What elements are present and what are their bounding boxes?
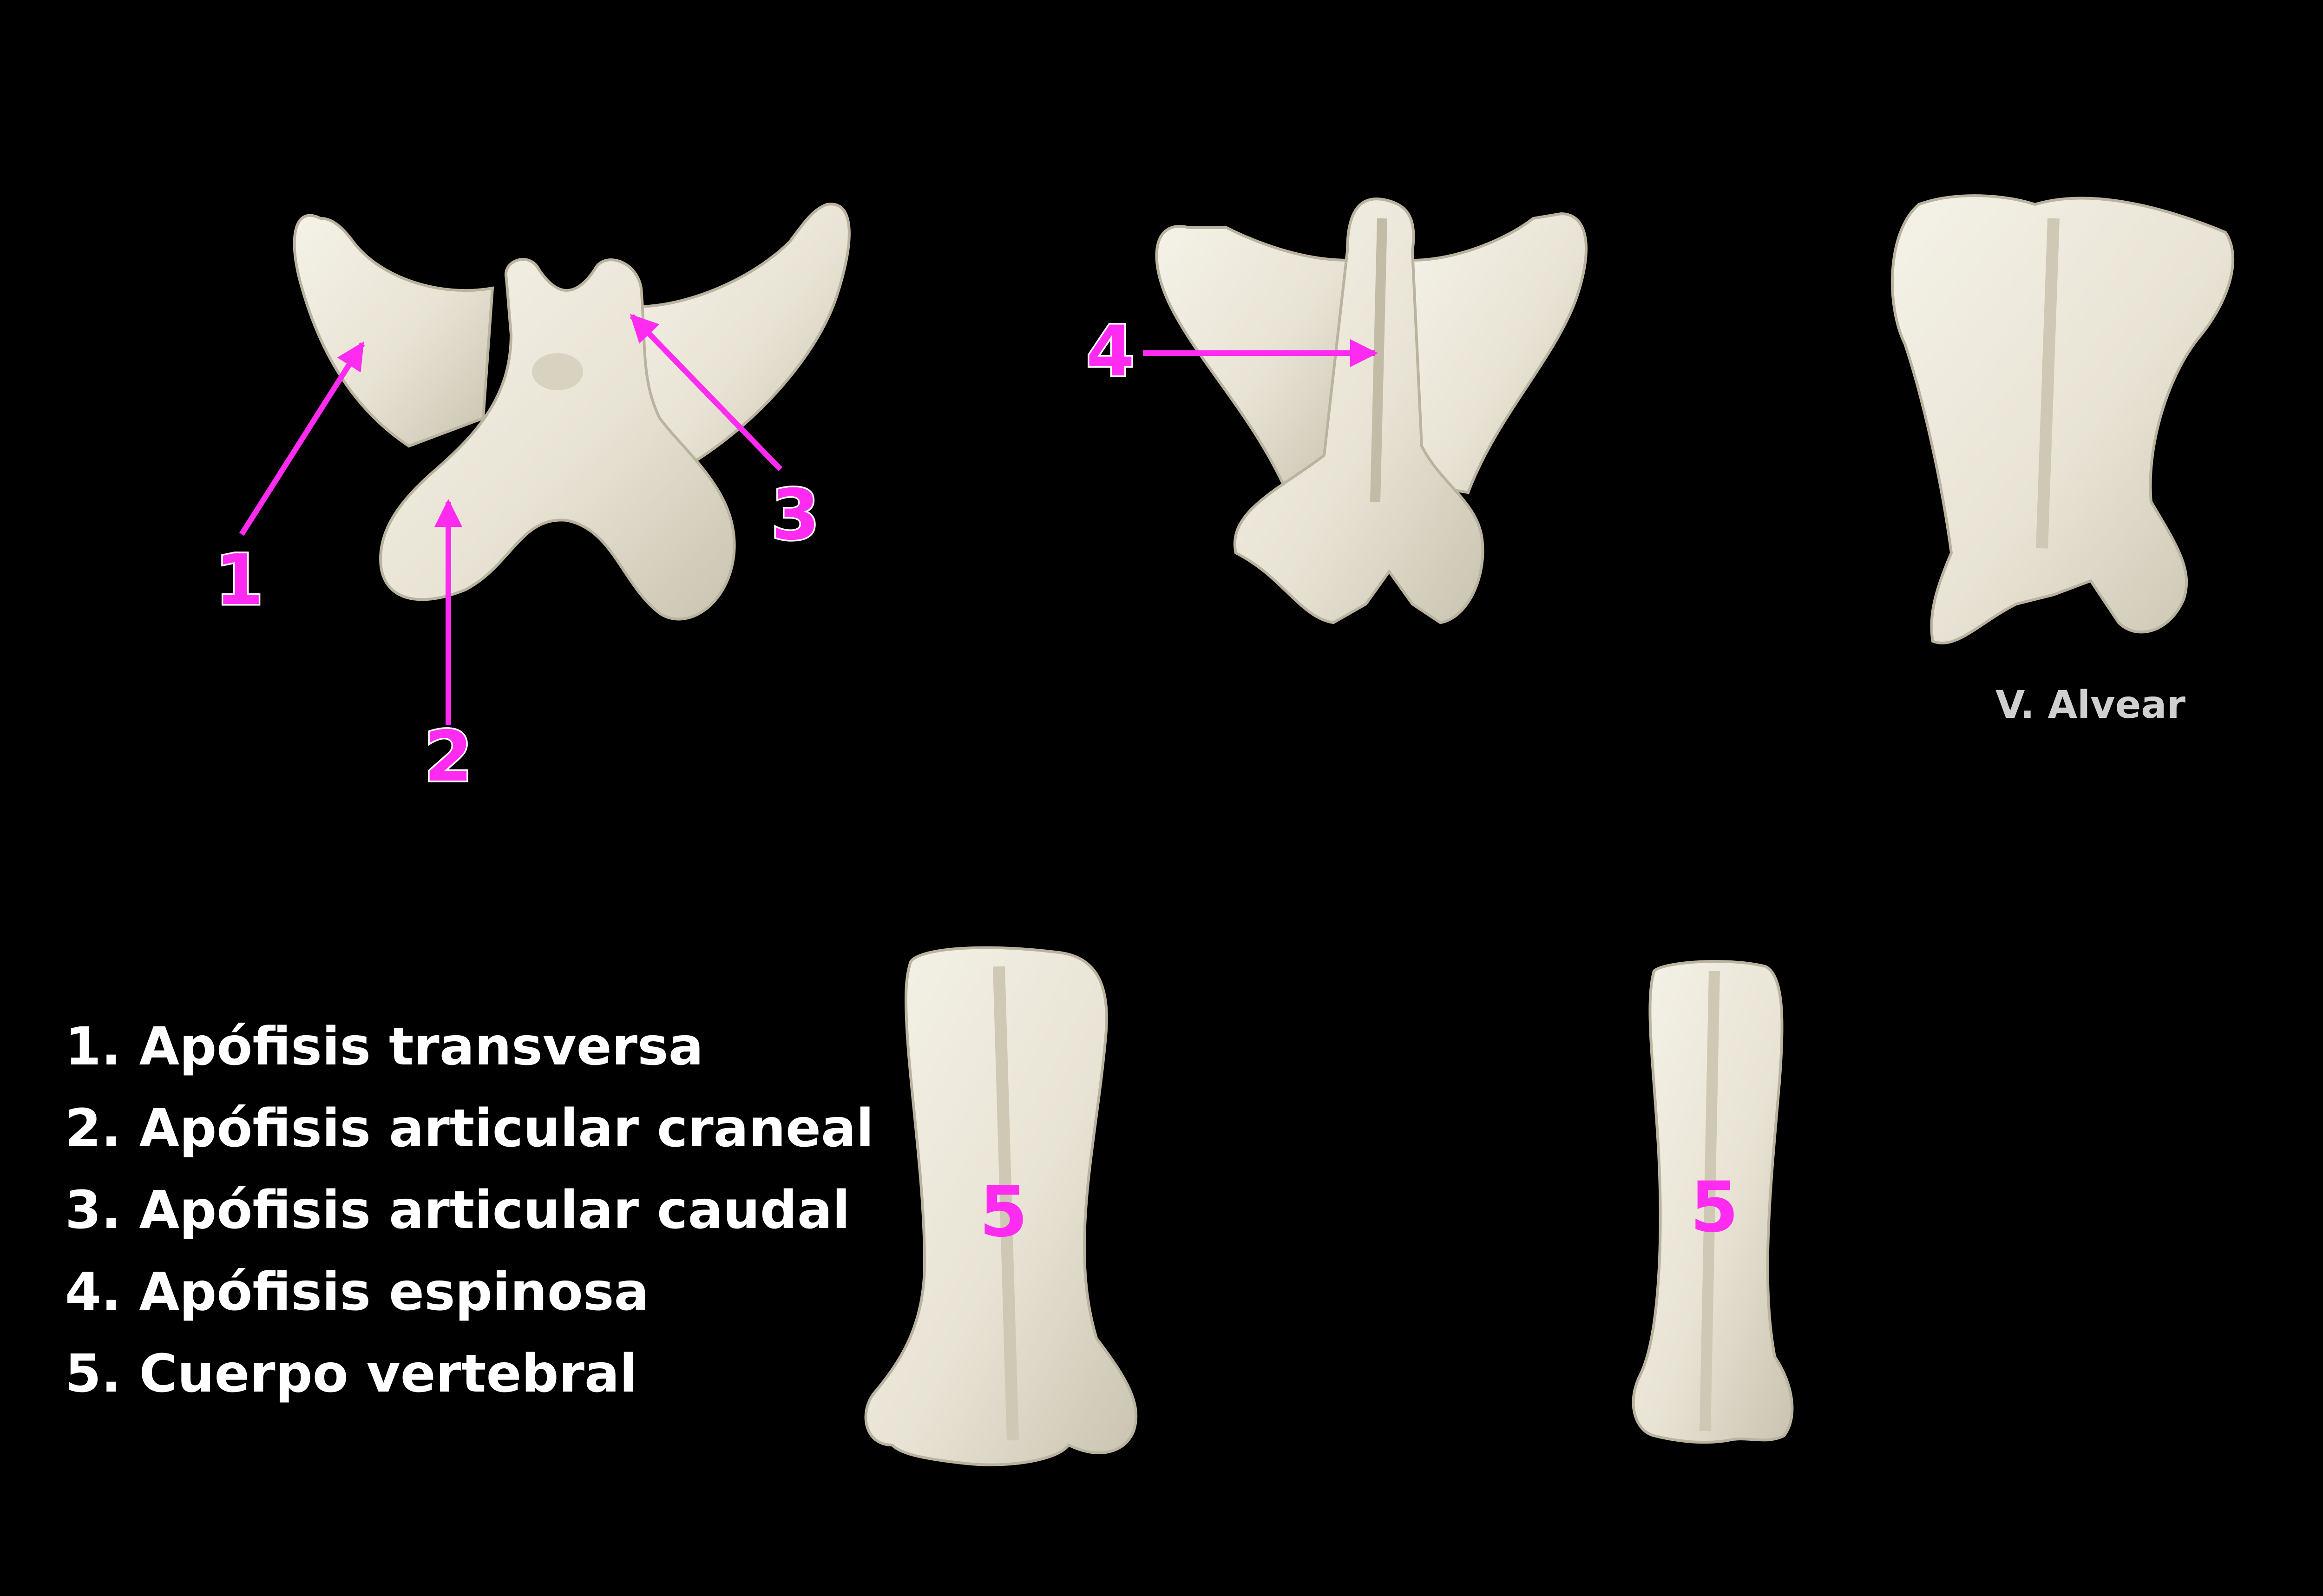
rotated-spinous-ridge xyxy=(2036,218,2060,549)
lateral-crest xyxy=(1700,971,1720,1432)
marker-1: 1 xyxy=(215,540,263,621)
legend-item: 2. Apófisis articular craneal xyxy=(65,1098,874,1159)
legend-item: 1. Apófisis transversa xyxy=(65,1017,704,1077)
legend-item: 3. Apófisis articular caudal xyxy=(65,1180,850,1241)
ventral-view xyxy=(864,946,1138,1466)
photo-credit: V. Alvear xyxy=(1995,683,2185,727)
dorsal-body xyxy=(1233,197,1484,624)
dorsal-view-rotated xyxy=(1890,194,2235,644)
marker-2: 2 xyxy=(424,716,472,797)
legend: 1. Apófisis transversa 2. Apófisis artic… xyxy=(65,1006,874,1415)
marker-5-lateral: 5 xyxy=(1690,1167,1739,1248)
legend-item: 5. Cuerpo vertebral xyxy=(65,1344,637,1404)
vertebral-arch xyxy=(379,258,736,621)
transverse-process-right xyxy=(635,203,851,462)
arrow-3 xyxy=(630,314,783,472)
ventral-crest xyxy=(993,966,1019,1441)
arrow-1 xyxy=(239,341,365,536)
marker-4: 4 xyxy=(1086,311,1135,392)
lateral-view xyxy=(1632,960,1794,1444)
cranial-view xyxy=(293,203,851,621)
spinous-process-tip xyxy=(532,353,583,390)
dorsal-view xyxy=(1155,197,1588,624)
dorsal-wing-right xyxy=(1411,212,1588,494)
legend-item: 4. Apófisis espinosa xyxy=(65,1262,650,1322)
marker-5-ventral: 5 xyxy=(979,1172,1028,1253)
dorsal-wing-left xyxy=(1155,225,1349,494)
spinous-process-ridge xyxy=(1370,218,1387,502)
marker-3: 3 xyxy=(771,475,820,556)
transverse-process-left xyxy=(293,214,494,448)
rotated-body xyxy=(1890,194,2235,644)
